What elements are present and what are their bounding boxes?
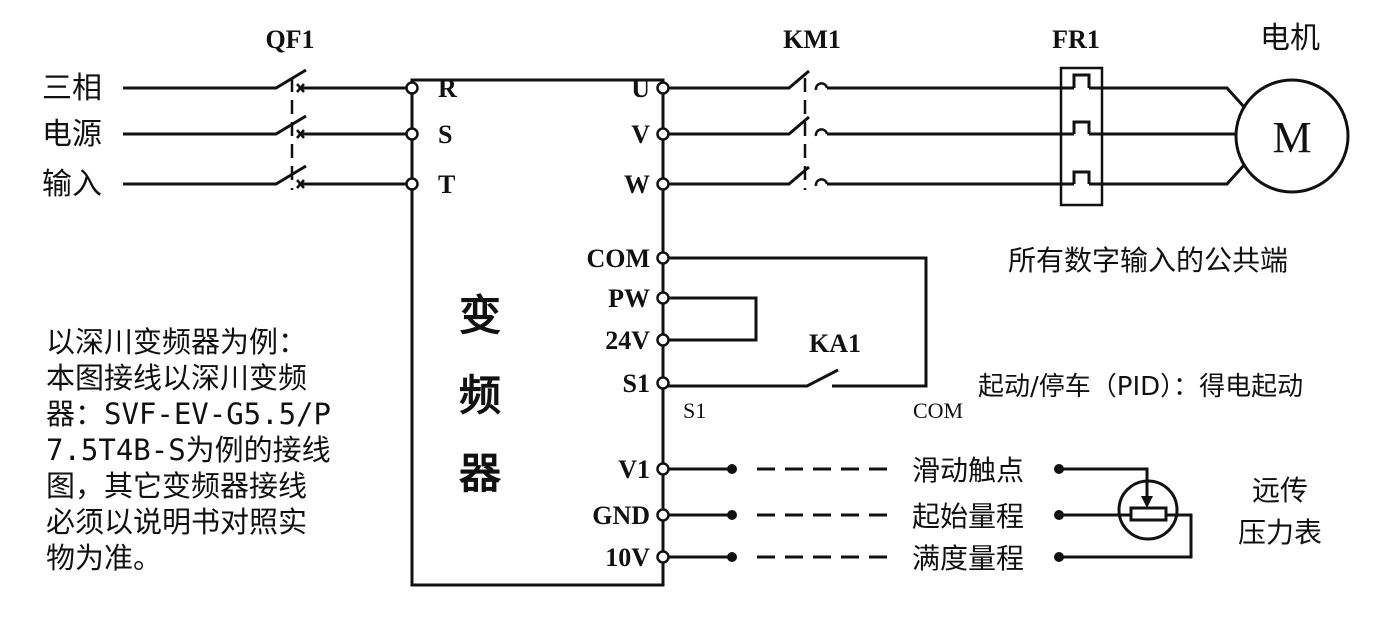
terminal-gnd: GND bbox=[592, 501, 650, 530]
ka1-label: KA1 bbox=[809, 329, 861, 358]
motor-title: 电机 bbox=[1260, 21, 1320, 56]
inverter-label-1: 变 bbox=[459, 291, 501, 340]
right-terminal-circles bbox=[656, 81, 670, 564]
inverter-box bbox=[410, 78, 665, 587]
terminal-10v: 10V bbox=[605, 543, 650, 572]
note-line: 以深川变频器为例： bbox=[46, 325, 307, 359]
terminal-w: W bbox=[624, 170, 650, 199]
terminal-24v: 24V bbox=[605, 326, 650, 355]
input-label-3: 输入 bbox=[42, 167, 102, 202]
gauge-label-2: 压力表 bbox=[1238, 516, 1322, 549]
common-note: 所有数字输入的公共端 bbox=[1008, 244, 1288, 277]
input-terminals: R S T bbox=[405, 74, 457, 199]
km1-label: KM1 bbox=[783, 25, 841, 54]
signal-wiper: 滑动触点 bbox=[912, 454, 1024, 487]
output-terminals: U V W COM PW 24V S1 V1 GND 10V bbox=[586, 74, 650, 572]
pw-24v-jumper bbox=[668, 296, 758, 342]
input-label-1: 三相 bbox=[42, 71, 102, 106]
fr1-overload-relay bbox=[1059, 66, 1247, 207]
note-paragraph: 以深川变频器为例： 本图接线以深川变频 器：SVF-EV-G5.5/P 7.5T… bbox=[46, 325, 331, 575]
signal-zero: 起始量程 bbox=[912, 500, 1024, 533]
note-line: 物为准。 bbox=[46, 541, 162, 575]
inverter-label-3: 器 bbox=[459, 449, 502, 498]
terminal-t: T bbox=[438, 170, 455, 199]
motor: M bbox=[1234, 78, 1350, 194]
terminal-r: R bbox=[438, 74, 457, 103]
gauge-label-1: 远传 bbox=[1252, 474, 1308, 507]
analog-wiring bbox=[668, 464, 1193, 562]
pressure-gauge-symbol bbox=[1117, 479, 1179, 541]
inverter-label-2: 频 bbox=[459, 371, 501, 420]
terminal-v1: V1 bbox=[618, 455, 650, 484]
motor-symbol: M bbox=[1272, 113, 1311, 162]
km1-contactor bbox=[668, 69, 1074, 190]
terminal-s1: S1 bbox=[623, 369, 650, 398]
terminal-pw: PW bbox=[608, 284, 650, 313]
ka1-circuit bbox=[668, 256, 928, 388]
note-line: 本图接线以深川变频 bbox=[46, 361, 307, 395]
terminal-v: V bbox=[631, 120, 650, 149]
com-small-label: COM bbox=[913, 398, 963, 423]
note-line: 必须以说明书对照实 bbox=[46, 505, 307, 539]
terminal-s: S bbox=[438, 120, 452, 149]
qf1-label: QF1 bbox=[265, 25, 314, 54]
fr1-label: FR1 bbox=[1052, 25, 1100, 54]
note-line: 器：SVF-EV-G5.5/P bbox=[46, 397, 331, 431]
input-label-2: 电源 bbox=[42, 117, 102, 152]
terminal-com: COM bbox=[586, 244, 650, 273]
qf1-breaker bbox=[123, 68, 407, 190]
start-note: 起动/停车（PID）：得电起动 bbox=[978, 372, 1303, 402]
terminal-u: U bbox=[631, 74, 650, 103]
note-line: 7.5T4B-S为例的接线 bbox=[46, 433, 331, 467]
signal-full: 满度量程 bbox=[912, 542, 1024, 575]
note-line: 图，其它变频器接线 bbox=[46, 469, 307, 503]
s1-small-label: S1 bbox=[683, 398, 706, 423]
